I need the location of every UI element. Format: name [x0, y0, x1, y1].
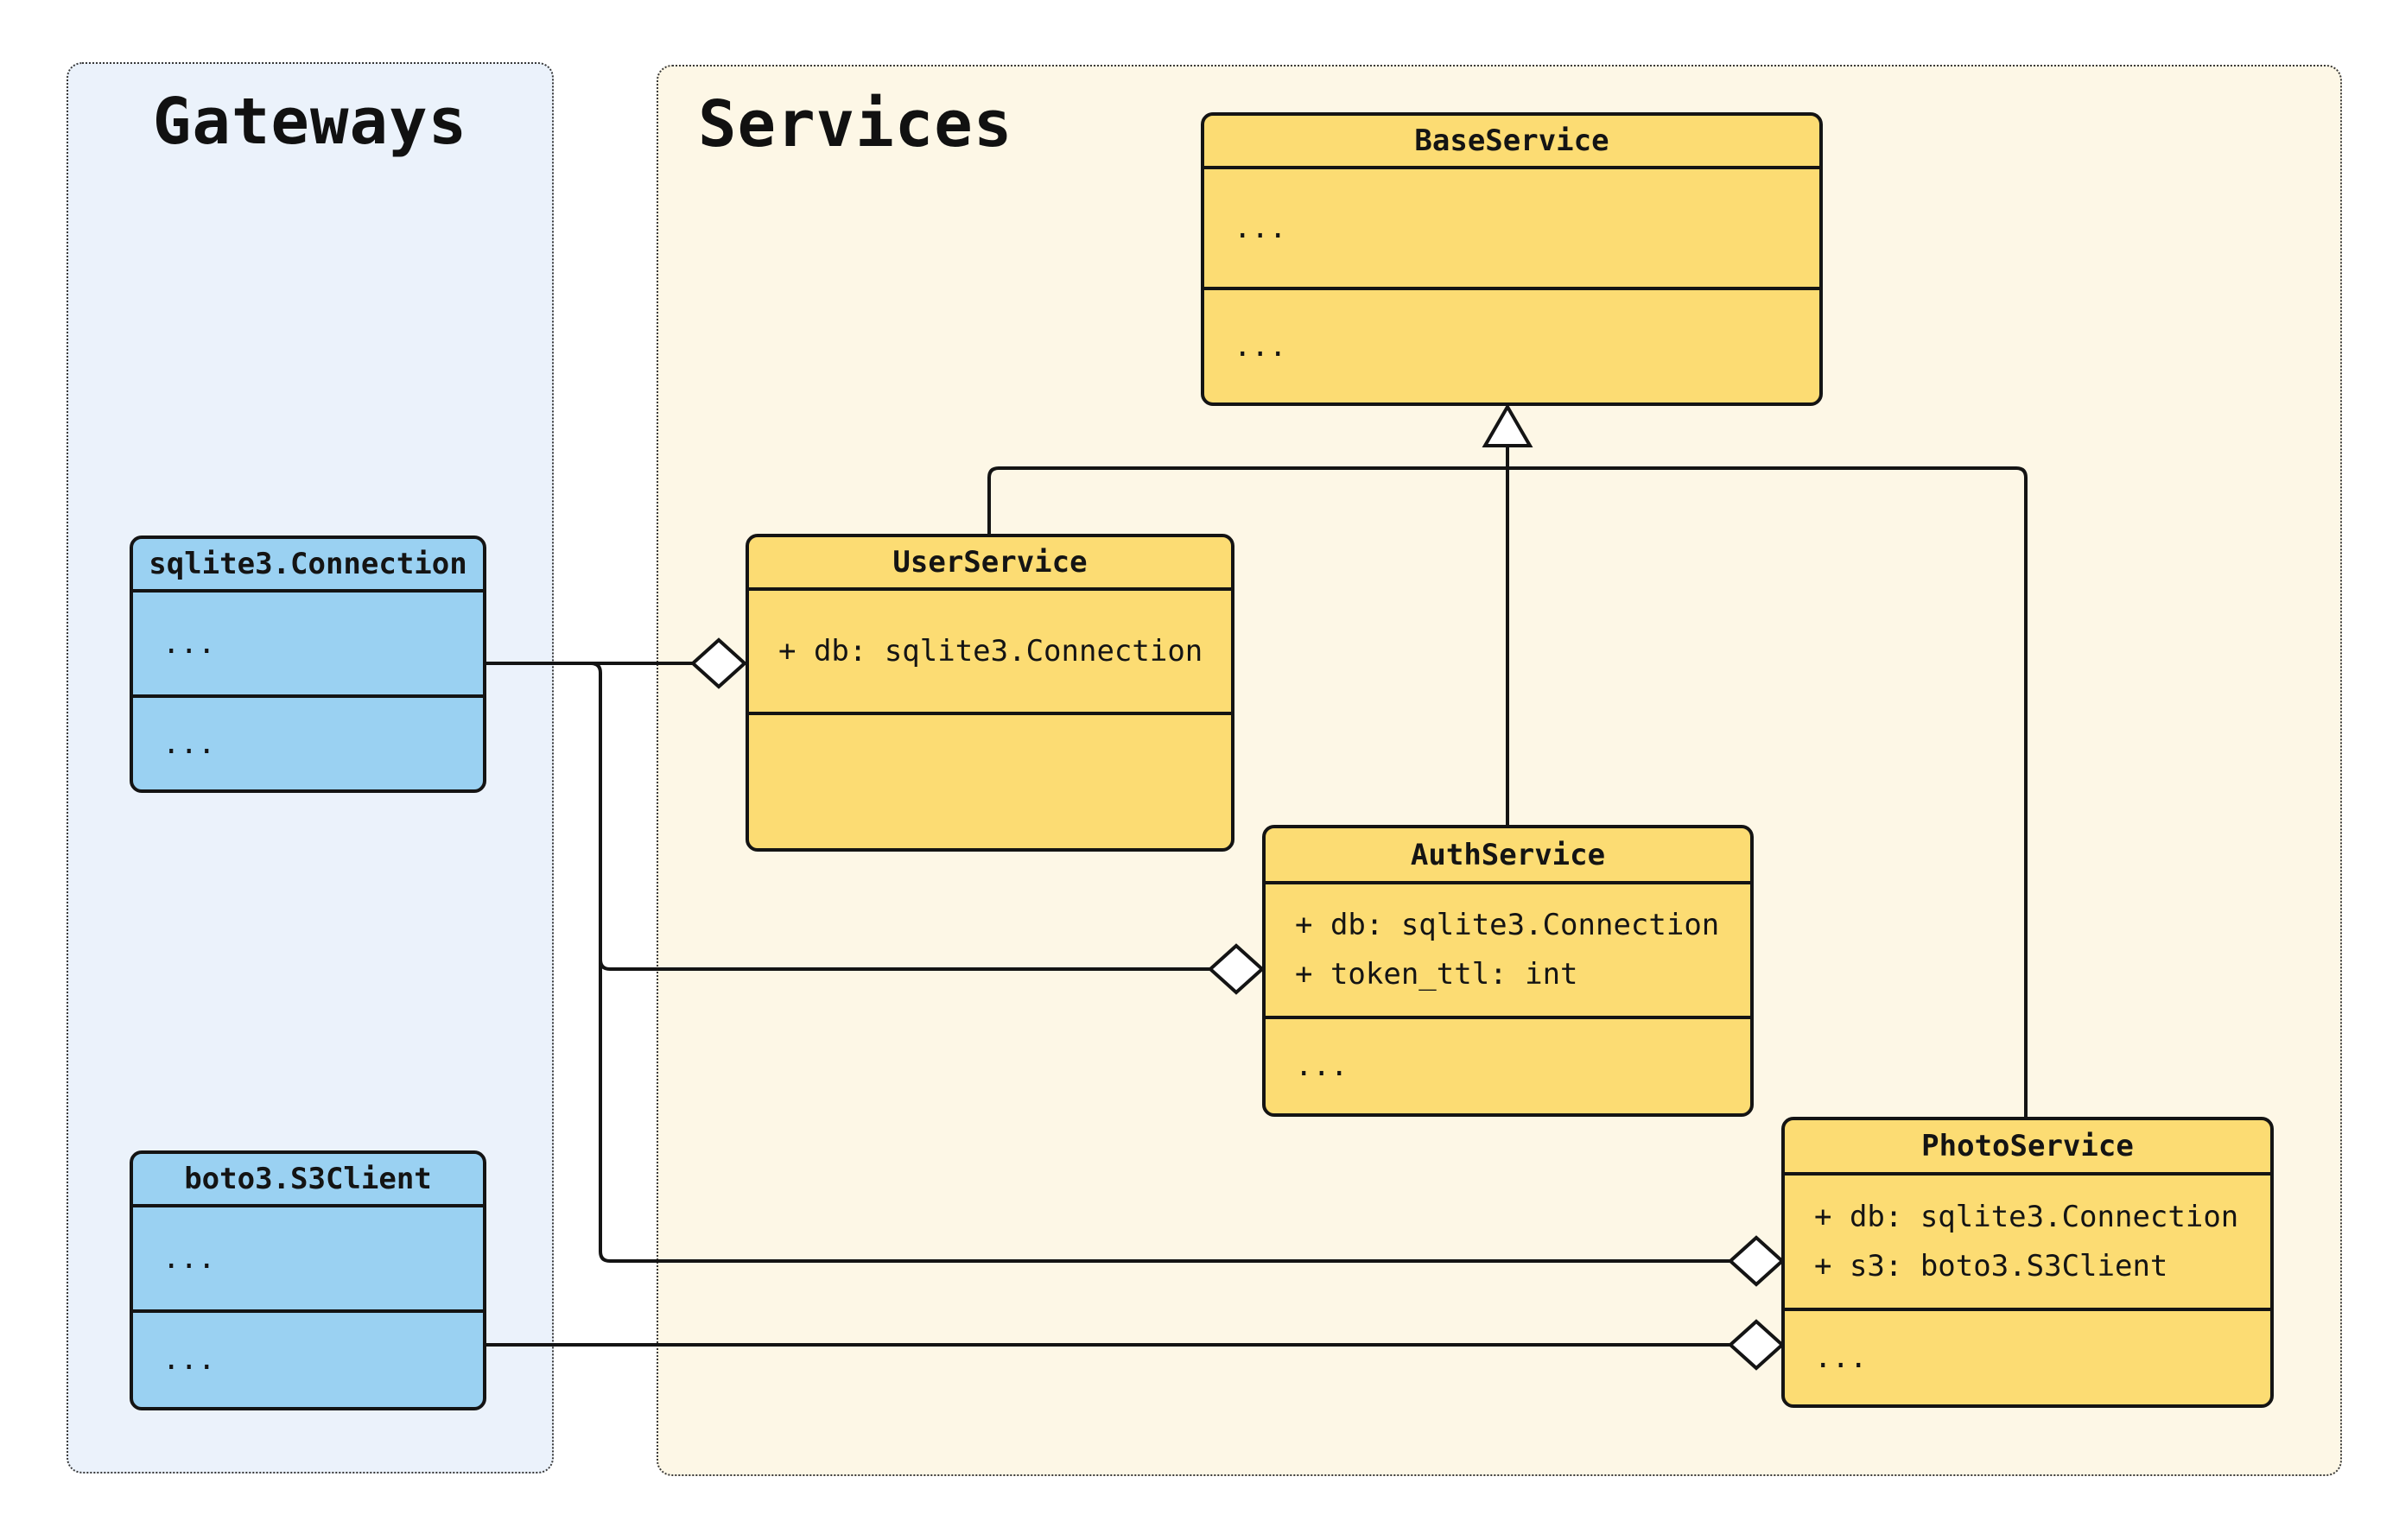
- inheritance-triangle-icon: [1482, 403, 1533, 447]
- method-line: ...: [162, 1342, 216, 1377]
- aggregation-line-sqlite3-photoservice: [590, 662, 1730, 1263]
- class-photoservice: PhotoService + db: sqlite3.Connection + …: [1781, 1117, 2274, 1408]
- class-methods: ...: [133, 694, 483, 789]
- panel-gateways-title: Gateways: [152, 85, 468, 159]
- attribute-line: + db: sqlite3.Connection: [778, 633, 1203, 669]
- aggregation-diamond-photoservice-db-icon: [1728, 1235, 1785, 1287]
- class-methods: ...: [1204, 287, 1819, 402]
- attribute-line: + db: sqlite3.Connection: [1295, 908, 1720, 942]
- panel-services-title: Services: [698, 87, 1013, 162]
- class-title: PhotoService: [1921, 1129, 2134, 1163]
- class-attributes: + db: sqlite3.Connection + s3: boto3.S3C…: [1785, 1172, 2270, 1308]
- class-title: BaseService: [1414, 124, 1609, 158]
- attribute-line: + db: sqlite3.Connection: [1814, 1199, 2239, 1234]
- attribute-line: + token_ttl: int: [1295, 957, 1578, 992]
- class-attributes: + db: sqlite3.Connection + token_ttl: in…: [1266, 881, 1750, 1016]
- class-attributes: ...: [1204, 166, 1819, 287]
- method-line: ...: [1814, 1340, 1868, 1375]
- class-methods: [749, 712, 1231, 848]
- class-attributes: + db: sqlite3.Connection: [749, 587, 1231, 712]
- class-attributes: ...: [133, 589, 483, 694]
- class-title: boto3.S3Client: [184, 1162, 432, 1196]
- aggregation-diamond-userservice-icon: [690, 637, 747, 689]
- class-sqlite3-connection: sqlite3.Connection ... ...: [130, 536, 486, 793]
- class-authservice: AuthService + db: sqlite3.Connection + t…: [1262, 825, 1754, 1117]
- class-methods: ...: [1266, 1016, 1750, 1113]
- method-line: ...: [162, 726, 216, 761]
- class-baseservice: BaseService ... ...: [1201, 112, 1823, 406]
- class-title: AuthService: [1410, 837, 1606, 872]
- aggregation-line-sqlite3-authservice: [599, 959, 1210, 971]
- method-line: ...: [1295, 1049, 1349, 1083]
- method-line: ...: [1234, 328, 1287, 364]
- aggregation-diamond-photoservice-s3-icon: [1728, 1319, 1785, 1371]
- class-title: sqlite3.Connection: [149, 547, 467, 581]
- attribute-line: ...: [1234, 210, 1287, 245]
- class-boto3-s3client: boto3.S3Client ... ...: [130, 1150, 486, 1410]
- aggregation-diamond-authservice-icon: [1208, 943, 1265, 995]
- attribute-line: + s3: boto3.S3Client: [1814, 1248, 2168, 1283]
- class-attributes: ...: [133, 1204, 483, 1309]
- attribute-line: ...: [162, 625, 216, 661]
- class-userservice: UserService + db: sqlite3.Connection: [746, 534, 1234, 852]
- class-methods: ...: [133, 1309, 483, 1407]
- class-methods: ...: [1785, 1308, 2270, 1404]
- class-title: UserService: [892, 545, 1088, 580]
- attribute-line: ...: [162, 1240, 216, 1276]
